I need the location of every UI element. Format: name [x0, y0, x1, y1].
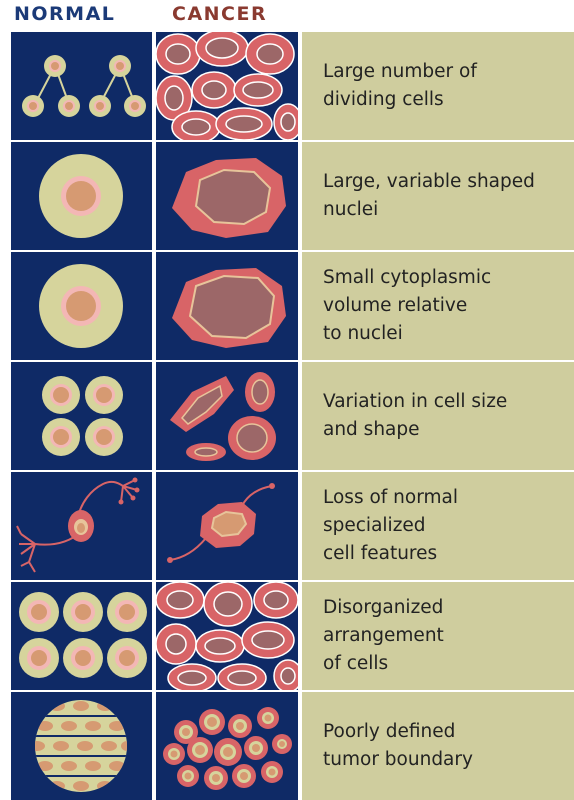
- cancer-dividing-cells-illustration: [156, 32, 298, 140]
- row-small-cytoplasmic-volume: Small cytoplasmic volume relative to nuc…: [11, 252, 574, 360]
- cancer-column-header: CANCER: [172, 3, 267, 25]
- normal-dividing-cells-illustration: [11, 32, 152, 140]
- description-dividing-cells: Large number of dividing cells: [302, 32, 574, 140]
- normal-cytoplasm-panel: [11, 252, 152, 360]
- row-large-nuclei: Large, variable shaped nuclei: [11, 142, 574, 250]
- description-specialized-features: Loss of normal specialized cell features: [302, 472, 574, 580]
- normal-arrangement-panel: [11, 582, 152, 690]
- cancer-arrangement-panel: [156, 582, 298, 690]
- normal-cell-illustration: [11, 142, 152, 250]
- normal-boundary-panel: [11, 692, 152, 800]
- cancer-disorganized-cells-illustration: [156, 582, 298, 690]
- normal-dividing-cells-panel: [11, 32, 152, 140]
- description-large-nuclei: Large, variable shaped nuclei: [302, 142, 574, 250]
- description-text: Large number of dividing cells: [323, 58, 568, 114]
- comparison-grid: Large number of dividing cells Large, va…: [11, 30, 574, 800]
- normal-large-nuclei-panel: [11, 142, 152, 250]
- row-specialized-features: Loss of normal specialized cell features: [11, 472, 574, 580]
- normal-organized-cells-illustration: [11, 582, 152, 690]
- column-headers: NORMAL CANCER: [0, 0, 574, 30]
- row-disorganized-arrangement: Disorganized arrangement of cells: [11, 582, 574, 690]
- cancer-boundary-panel: [156, 692, 298, 800]
- normal-cell-illustration: [11, 252, 152, 360]
- normal-size-shape-panel: [11, 362, 152, 470]
- description-text: Large, variable shaped nuclei: [323, 168, 568, 224]
- cancer-specialized-cell-panel: [156, 472, 298, 580]
- description-text: Variation in cell size and shape: [323, 388, 568, 444]
- cancer-size-shape-panel: [156, 362, 298, 470]
- row-dividing-cells: Large number of dividing cells: [11, 32, 574, 140]
- normal-specialized-cell-panel: [11, 472, 152, 580]
- row-tumor-boundary: Poorly defined tumor boundary: [11, 692, 574, 800]
- cancer-poorly-defined-boundary-illustration: [156, 692, 298, 800]
- cancer-cytoplasm-panel: [156, 252, 298, 360]
- cancer-cell-illustration: [156, 142, 298, 250]
- cancer-variable-cells-illustration: [156, 362, 298, 470]
- normal-column-header: NORMAL: [14, 3, 115, 25]
- cancer-cell-illustration: [156, 252, 298, 360]
- description-text: Small cytoplasmic volume relative to nuc…: [323, 264, 568, 348]
- normal-neuron-illustration: [11, 472, 152, 580]
- cancer-undifferentiated-cell-illustration: [156, 472, 298, 580]
- normal-defined-boundary-illustration: [11, 692, 152, 800]
- cancer-large-nuclei-panel: [156, 142, 298, 250]
- cancer-dividing-cells-panel: [156, 32, 298, 140]
- description-size-shape-variation: Variation in cell size and shape: [302, 362, 574, 470]
- description-text: Loss of normal specialized cell features: [323, 484, 568, 568]
- row-size-shape-variation: Variation in cell size and shape: [11, 362, 574, 470]
- normal-uniform-cells-illustration: [11, 362, 152, 470]
- description-text: Disorganized arrangement of cells: [323, 594, 568, 678]
- description-small-cytoplasmic-volume: Small cytoplasmic volume relative to nuc…: [302, 252, 574, 360]
- description-tumor-boundary: Poorly defined tumor boundary: [302, 692, 574, 800]
- description-text: Poorly defined tumor boundary: [323, 718, 568, 774]
- description-disorganized-arrangement: Disorganized arrangement of cells: [302, 582, 574, 690]
